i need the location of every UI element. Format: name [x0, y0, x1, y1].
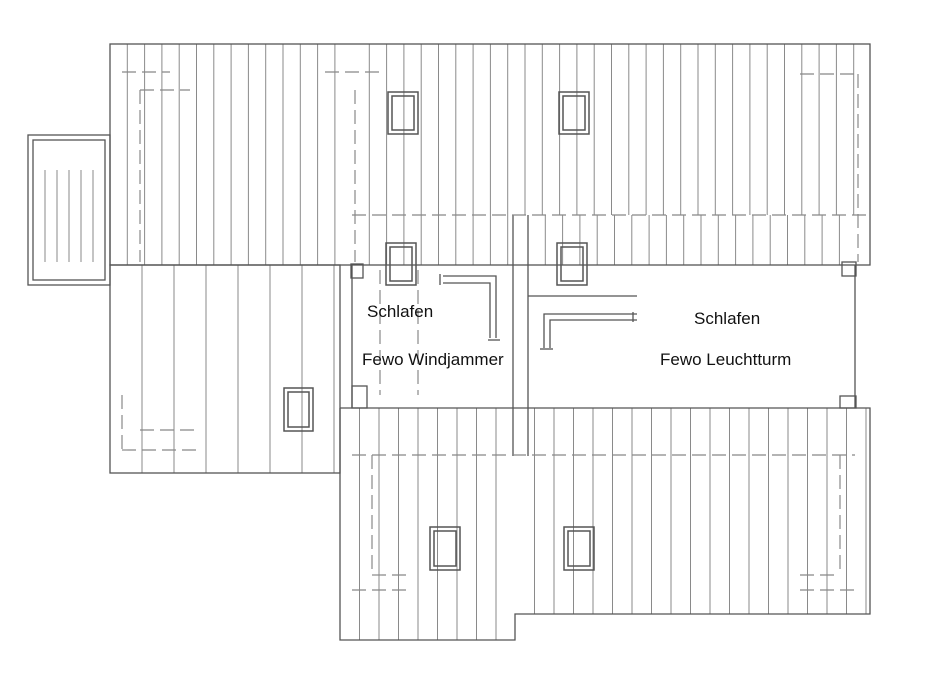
skylight-6-inner	[433, 530, 457, 567]
skylight-3	[385, 242, 417, 286]
pipe-left	[443, 275, 497, 338]
skylights	[283, 91, 595, 571]
post-left-bottom	[351, 385, 368, 409]
left-annex-inner	[32, 139, 106, 281]
hidden-wall-dashes	[121, 71, 870, 591]
skylight-2-inner	[562, 95, 586, 131]
room-label-windjammer-bedroom: Schlafen	[367, 302, 434, 321]
roof-outline	[27, 43, 871, 641]
post-left-top	[350, 263, 364, 279]
pipe-left-inner	[443, 282, 491, 338]
skylight-4-inner	[560, 246, 584, 282]
left-annex-outer	[27, 134, 111, 286]
skylight-2	[558, 91, 590, 135]
skylight-1-inner	[391, 95, 415, 131]
skylight-7-inner	[567, 530, 591, 567]
skylight-7	[563, 526, 595, 571]
pipe-right-lower-inner	[549, 319, 637, 348]
unit-label-windjammer: Fewo Windjammer	[362, 350, 504, 369]
roof-lines	[44, 44, 867, 640]
room-label-leuchtturm-bedroom: Schlafen	[694, 309, 761, 328]
skylight-3-inner	[389, 246, 413, 282]
pipe-right-lower	[543, 313, 637, 348]
left-lower-roof-block	[109, 264, 341, 474]
post-right-top	[841, 261, 857, 277]
skylight-5	[283, 387, 314, 432]
skylight-6	[429, 526, 461, 571]
post-right-bottom	[839, 395, 857, 409]
skylight-1	[387, 91, 419, 135]
skylight-4	[556, 242, 588, 286]
skylight-5-inner	[287, 391, 310, 428]
bottom-roof-block	[339, 407, 871, 641]
unit-label-leuchtturm: Fewo Leuchtturm	[660, 350, 792, 369]
